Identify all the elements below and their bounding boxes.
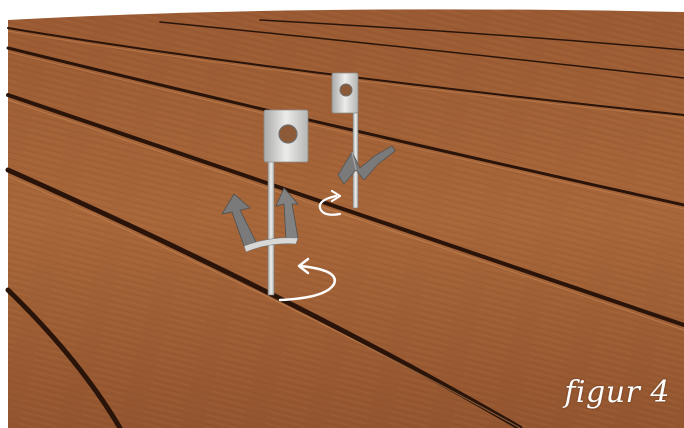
figure-caption: figur 4 — [564, 375, 670, 410]
